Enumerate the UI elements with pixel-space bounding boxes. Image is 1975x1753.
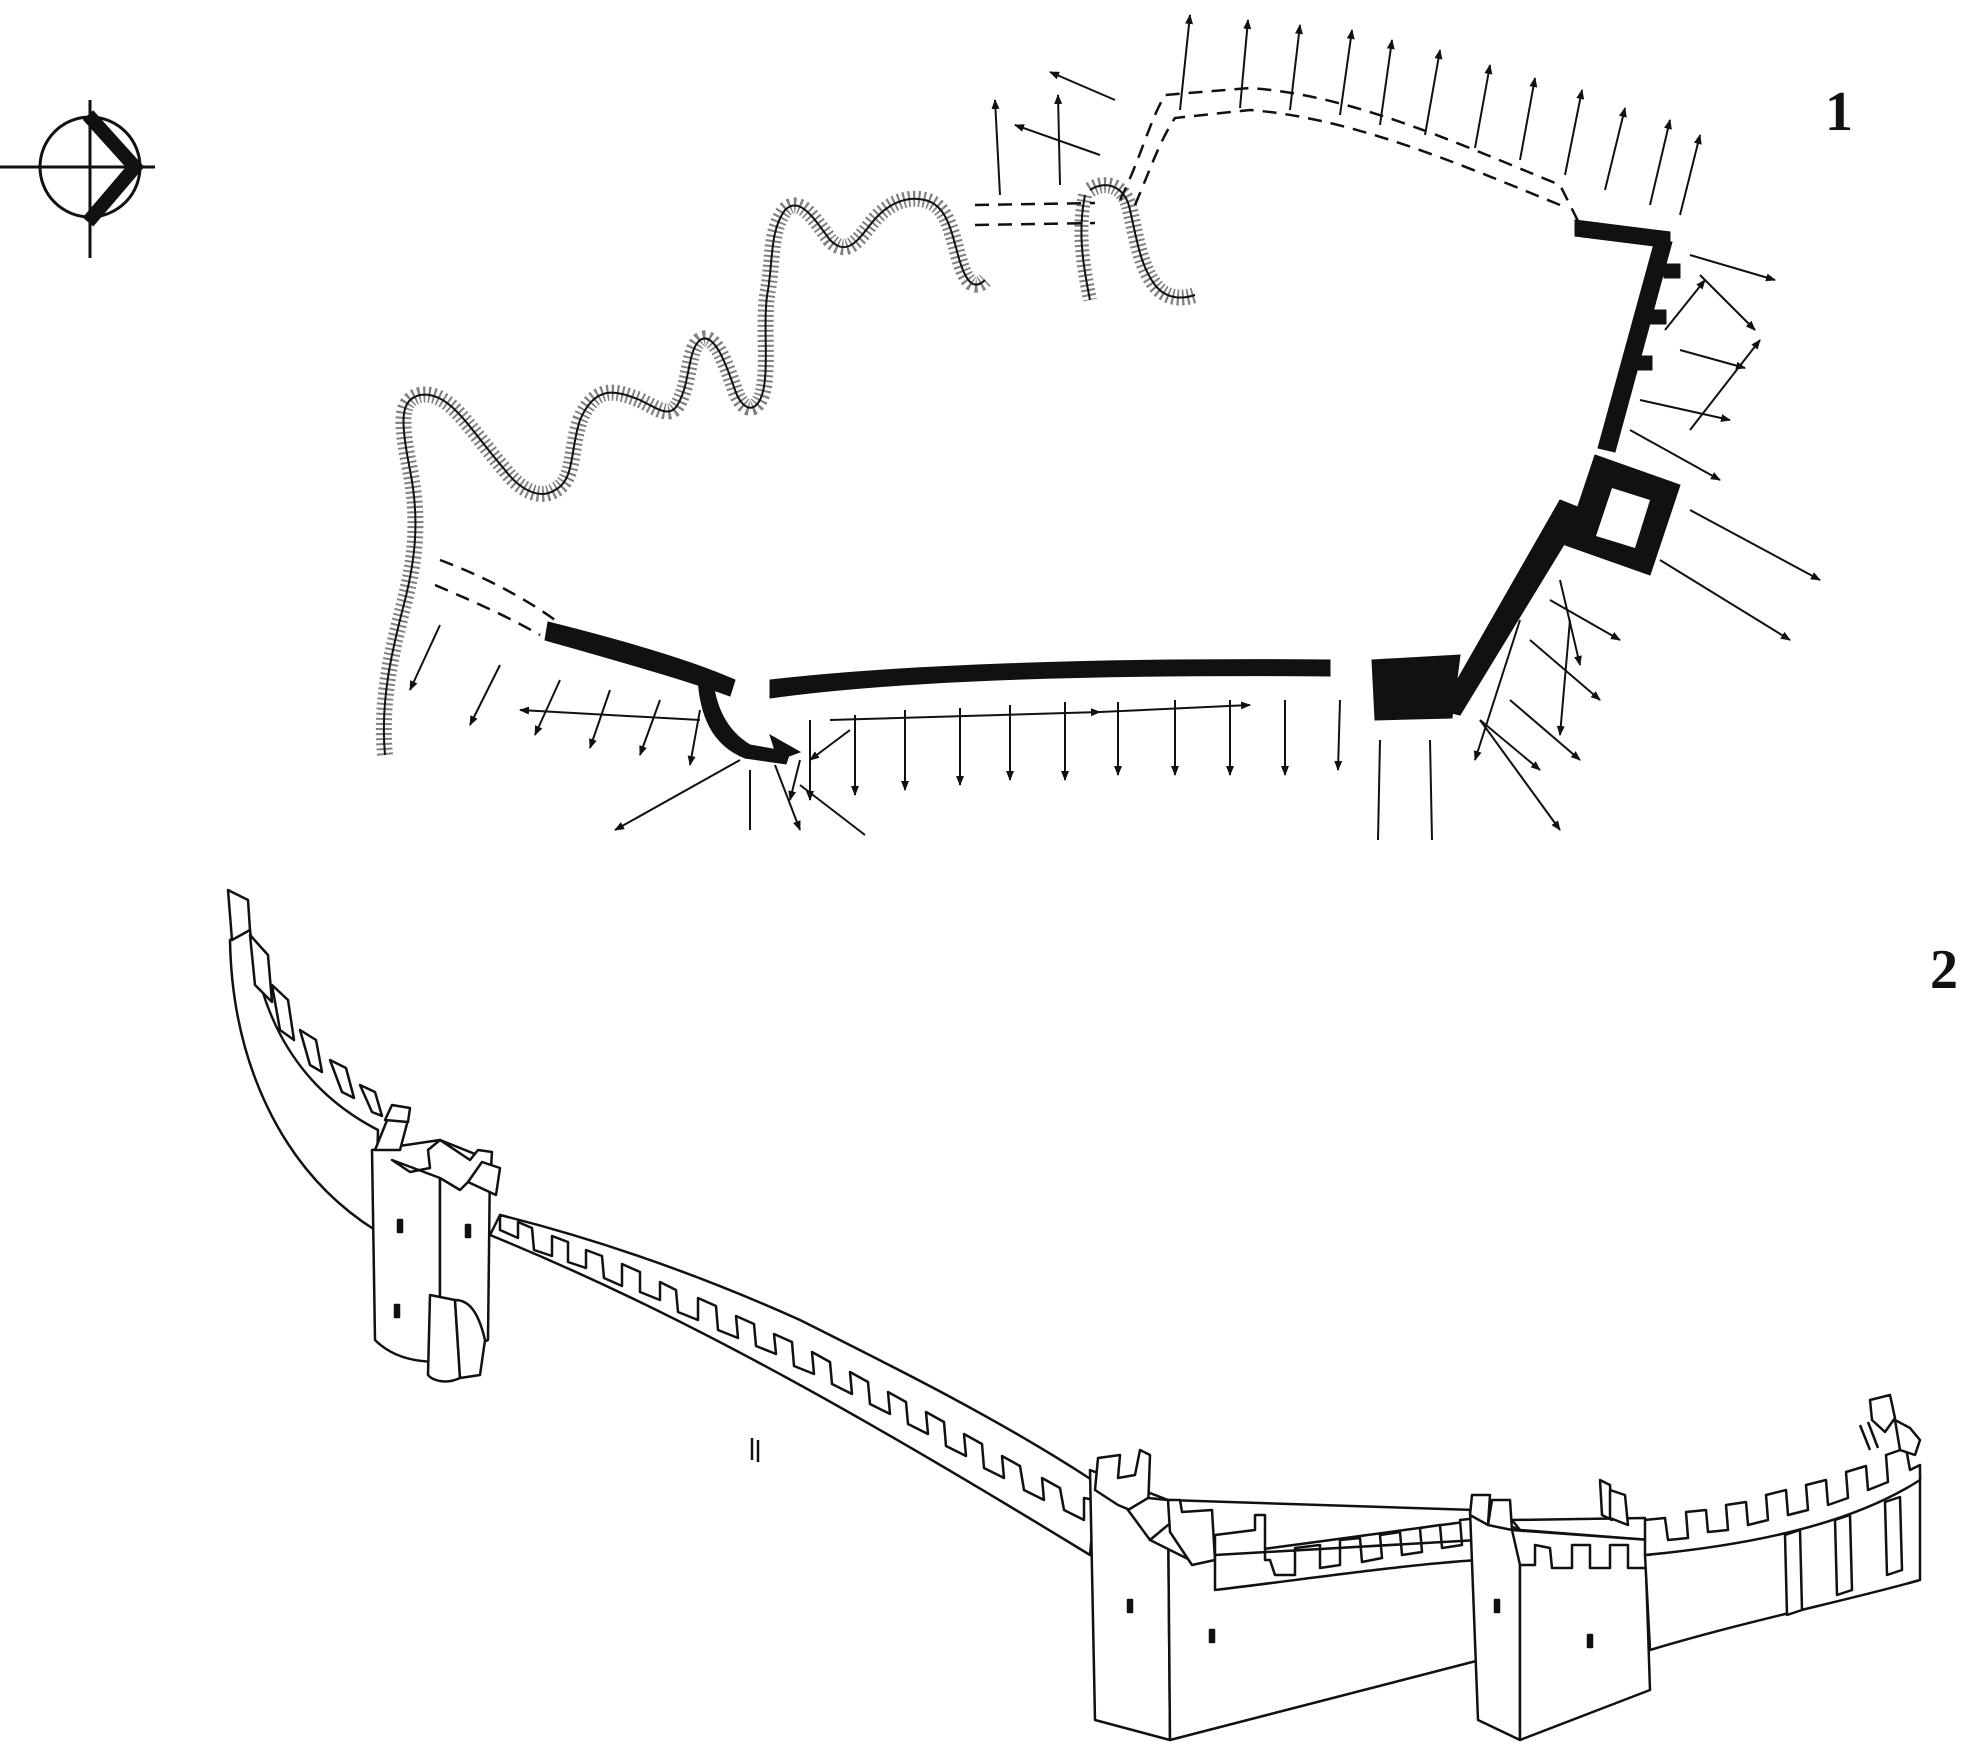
middle-tower: [1088, 1448, 1482, 1742]
cliff-edge: [375, 177, 1198, 756]
panel-label-plan: 1: [1825, 81, 1853, 143]
panel-label-isometric: 2: [1930, 939, 1958, 1001]
left-tower: [370, 1103, 502, 1383]
conjectural-wall: [434, 86, 1582, 637]
far-right-wall: [1643, 1393, 1922, 1652]
left-curved-wall: [228, 928, 380, 1232]
right-tower: [1468, 1478, 1652, 1742]
left-wall-crenellations: [248, 933, 384, 1118]
plan-drawing: [375, 14, 1821, 841]
compass-arrow-icon: [0, 100, 155, 258]
surviving-wall: [544, 219, 1681, 765]
isometric-drawing: [226, 888, 1922, 1742]
field-of-fire-arrows: [409, 14, 1821, 831]
long-curtain-wall: [488, 1213, 1097, 1557]
